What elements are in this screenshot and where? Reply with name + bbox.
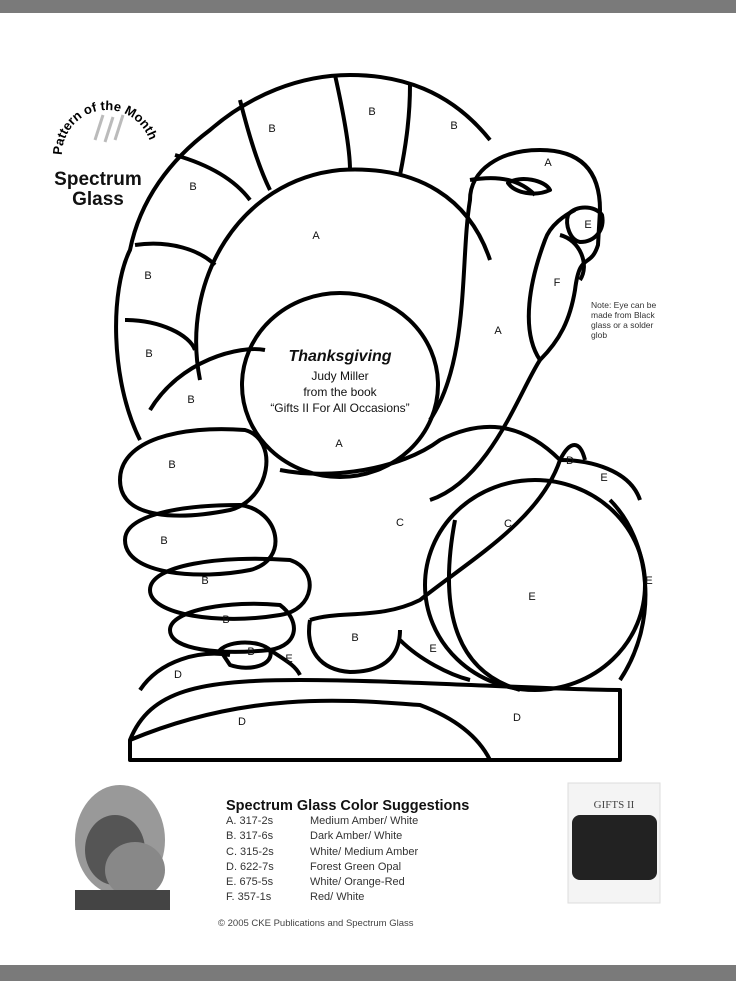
neck-head [428,148,602,502]
svg-text:E: E [584,219,591,231]
pattern-author: Judy Miller [311,369,369,383]
turkey-pattern-drawing: B B B B B B B B B B B B B A A A A C C D D D D E E E E E E F… [50,73,661,910]
suggestion-row: B. 317-6s Dark Amber/ White [226,829,526,844]
tail-outline [114,73,492,441]
svg-text:B: B [268,123,275,135]
svg-text:F: F [554,277,561,289]
svg-text:C: C [504,518,512,530]
svg-text:B: B [160,535,167,547]
suggestion-row: C. 315-2s White/ Medium Amber [226,845,526,860]
pattern-from: from the book [303,385,377,399]
svg-text:B: B [201,575,208,587]
body-center [240,291,440,479]
inner-tail-region [194,167,492,381]
svg-text:A: A [335,438,343,450]
svg-text:B: B [247,646,254,658]
pattern-credits: Thanksgiving Judy Miller from the book “… [250,346,430,416]
svg-text:D: D [238,716,246,728]
svg-text:C: C [396,517,404,529]
glass-name: Dark Amber/ White [310,830,403,843]
svg-text:A: A [544,157,552,169]
svg-text:E: E [528,591,535,603]
colored-turkey-thumbnail [75,785,170,910]
svg-text:E: E [285,653,292,665]
svg-text:D: D [513,712,521,724]
glass-name: White/ Medium Amber [310,845,419,858]
glass-name: Red/ White [310,891,365,904]
logo-brand-line2: Glass [72,189,124,210]
glass-code: A. 317-2s [226,815,274,827]
eye-note: Note: Eye can be made from Black glass o… [591,300,657,340]
svg-text:E: E [429,643,436,655]
svg-text:D: D [174,669,182,681]
logo-swirl-icon [93,114,125,143]
pattern-title: Thanksgiving [288,348,392,365]
glass-code: F. 357-1s [226,891,272,904]
logo-arc-text: Pattern of the Month [50,98,161,155]
logo-brand-line1: Spectrum [54,169,142,190]
glass-name: White/ Orange-Red [310,876,405,889]
svg-text:B: B [450,120,457,132]
svg-text:A: A [494,325,502,337]
glass-name: Medium Amber/ White [310,815,419,827]
glass-code: D. 622-7s [226,860,274,873]
svg-text:B: B [144,270,151,282]
copyright: © 2005 CKE Publications and Spectrum Gla… [218,918,414,929]
pumpkin [423,478,647,692]
svg-text:D: D [566,455,574,467]
book-cover-thumbnail: GIFTS II [567,782,661,904]
glass-code: B. 317-6s [226,830,274,843]
glass-code: C. 315-2s [226,845,274,858]
suggestion-row: A. 317-2s Medium Amber/ White [226,814,526,829]
svg-text:B: B [189,181,196,193]
glass-code: E. 675-5s [226,876,274,889]
svg-text:B: B [351,632,358,644]
suggestion-row: F. 357-1s Red/ White [226,890,526,905]
svg-text:B: B [368,106,375,118]
suggestion-row: E. 675-5s White/ Orange-Red [226,875,526,890]
body-lower [279,424,562,622]
suggestion-row: D. 622-7s Forest Green Opal [226,860,526,875]
svg-text:B: B [187,394,194,406]
svg-text:B: B [168,459,175,471]
svg-text:B: B [222,614,229,626]
svg-text:A: A [312,230,320,242]
svg-text:B: B [145,348,152,360]
logo-brand: Spectrum Glass [38,170,158,210]
suggestions-heading: Spectrum Glass Color Suggestions [226,798,470,814]
glass-name: Forest Green Opal [310,860,402,873]
pattern-book: “Gifts II For All Occasions” [270,401,410,415]
color-suggestions: Spectrum Glass Color Suggestions A. 317-… [226,798,526,906]
pattern-page: B B B B B B B B B B B B B A A A A C C D D D D E E E E E E F… [0,13,736,965]
svg-text:GIFTS II: GIFTS II [594,799,635,811]
base [128,678,622,762]
svg-text:E: E [645,575,652,587]
svg-text:E: E [600,472,607,484]
region-labels: B B B B B B B B B B B B B A A A A C C D D D D E E E E E E F [144,106,652,728]
